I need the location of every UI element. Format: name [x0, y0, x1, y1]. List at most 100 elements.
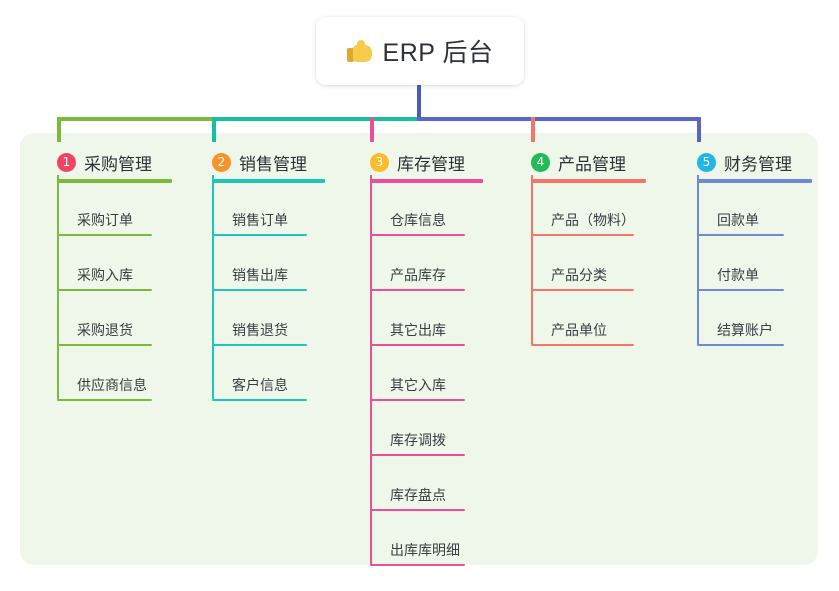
column-badge-2: 2	[212, 152, 231, 172]
column-spine-4	[531, 175, 533, 344]
column-rule-1	[57, 179, 172, 183]
leaf-rule	[212, 234, 307, 236]
column-header-4[interactable]: 4 产品管理	[531, 145, 646, 183]
column-rule-4	[531, 179, 646, 183]
leaf-item[interactable]: 采购订单	[57, 206, 172, 261]
leaf-label: 采购入库	[77, 267, 133, 283]
column-header-2[interactable]: 2 销售管理	[212, 145, 325, 183]
column-header-3[interactable]: 3 库存管理	[370, 145, 483, 183]
leaf-rule	[370, 234, 465, 236]
leaf-item[interactable]: 出库库明细	[370, 536, 485, 591]
column-spine-3	[370, 175, 372, 564]
column-title-1: 采购管理	[84, 154, 152, 174]
leaf-rule	[370, 564, 465, 566]
column-title-5: 财务管理	[724, 154, 792, 174]
bus-segment-teal	[212, 117, 421, 121]
bus-segment-green	[57, 117, 216, 121]
leaf-label: 仓库信息	[390, 212, 446, 228]
leaf-label: 其它出库	[390, 322, 446, 338]
column-spine-2	[212, 175, 214, 399]
root-node-erp-backend[interactable]: ERP 后台	[316, 17, 524, 85]
leaf-rule	[212, 289, 307, 291]
leaf-label: 其它入库	[390, 377, 446, 393]
leaf-rule	[531, 234, 634, 236]
leaf-label: 结算账户	[717, 322, 773, 338]
leaf-label: 供应商信息	[77, 377, 147, 393]
leaf-label: 销售出库	[232, 267, 288, 283]
leaf-label: 采购订单	[77, 212, 133, 228]
leaf-item[interactable]: 销售订单	[212, 206, 327, 261]
leaf-rule	[370, 399, 465, 401]
column-title-2: 销售管理	[239, 154, 307, 174]
drop-leg-3	[370, 117, 374, 142]
leaf-rule	[697, 344, 784, 346]
leaf-item[interactable]: 产品库存	[370, 261, 485, 316]
leaf-item[interactable]: 客户信息	[212, 371, 327, 426]
column-header-1[interactable]: 1 采购管理	[57, 145, 172, 183]
leaf-rule	[57, 399, 152, 401]
leaf-rule	[57, 289, 152, 291]
leaf-item[interactable]: 库存盘点	[370, 481, 485, 536]
column-spine-5	[697, 175, 699, 344]
leaf-rule	[370, 289, 465, 291]
root-stem	[417, 85, 421, 121]
leaf-item[interactable]: 库存调拨	[370, 426, 485, 481]
leaf-rule	[212, 344, 307, 346]
drop-leg-5	[697, 117, 701, 142]
leaf-label: 产品单位	[551, 322, 607, 338]
column-badge-4: 4	[531, 152, 550, 172]
column-rule-5	[697, 179, 812, 183]
column-header-5[interactable]: 5 财务管理	[697, 145, 812, 183]
modules-panel	[20, 133, 818, 565]
leaf-item[interactable]: 销售出库	[212, 261, 327, 316]
leaf-item[interactable]: 回款单	[697, 206, 804, 261]
bus-segment-blue	[417, 117, 701, 121]
column-badge-3: 3	[370, 152, 389, 172]
drop-leg-4	[531, 117, 535, 142]
leaf-item[interactable]: 采购退货	[57, 316, 172, 371]
leaf-item[interactable]: 产品单位	[531, 316, 654, 371]
leaf-item[interactable]: 结算账户	[697, 316, 804, 371]
leaf-label: 销售订单	[232, 212, 288, 228]
column-rule-3	[370, 179, 483, 183]
leaf-rule	[212, 399, 307, 401]
leaf-item[interactable]: 产品（物料）	[531, 206, 654, 261]
leaf-label: 销售退货	[232, 322, 288, 338]
leaf-item[interactable]: 仓库信息	[370, 206, 485, 261]
leaf-rule	[57, 344, 152, 346]
leaf-rule	[697, 289, 784, 291]
leaf-item[interactable]: 供应商信息	[57, 371, 172, 426]
leaf-item[interactable]: 销售退货	[212, 316, 327, 371]
leaf-rule	[370, 454, 465, 456]
thumbs-up-icon	[346, 38, 373, 66]
drop-leg-2	[212, 117, 216, 142]
leaf-label: 回款单	[717, 212, 759, 228]
leaf-label: 产品（物料）	[551, 212, 635, 228]
column-badge-1: 1	[57, 152, 76, 172]
leaf-item[interactable]: 产品分类	[531, 261, 654, 316]
leaf-rule	[370, 344, 465, 346]
leaf-item[interactable]: 付款单	[697, 261, 804, 316]
root-node-label: ERP 后台	[382, 39, 494, 67]
leaf-label: 产品库存	[390, 267, 446, 283]
leaf-label: 库存调拨	[390, 432, 446, 448]
leaf-rule	[697, 234, 784, 236]
leaf-label: 付款单	[717, 267, 759, 283]
leaf-rule	[531, 289, 634, 291]
leaf-item[interactable]: 其它入库	[370, 371, 485, 426]
column-title-3: 库存管理	[397, 154, 465, 174]
leaf-item[interactable]: 采购入库	[57, 261, 172, 316]
drop-leg-1	[57, 117, 61, 142]
leaf-label: 客户信息	[232, 377, 288, 393]
leaf-rule	[370, 509, 465, 511]
column-spine-1	[57, 175, 59, 399]
column-title-4: 产品管理	[558, 154, 626, 174]
leaf-item[interactable]: 其它出库	[370, 316, 485, 371]
column-rule-2	[212, 179, 325, 183]
leaf-label: 库存盘点	[390, 487, 446, 503]
leaf-label: 产品分类	[551, 267, 607, 283]
column-badge-5: 5	[697, 152, 716, 172]
leaf-rule	[57, 234, 152, 236]
leaf-label: 采购退货	[77, 322, 133, 338]
